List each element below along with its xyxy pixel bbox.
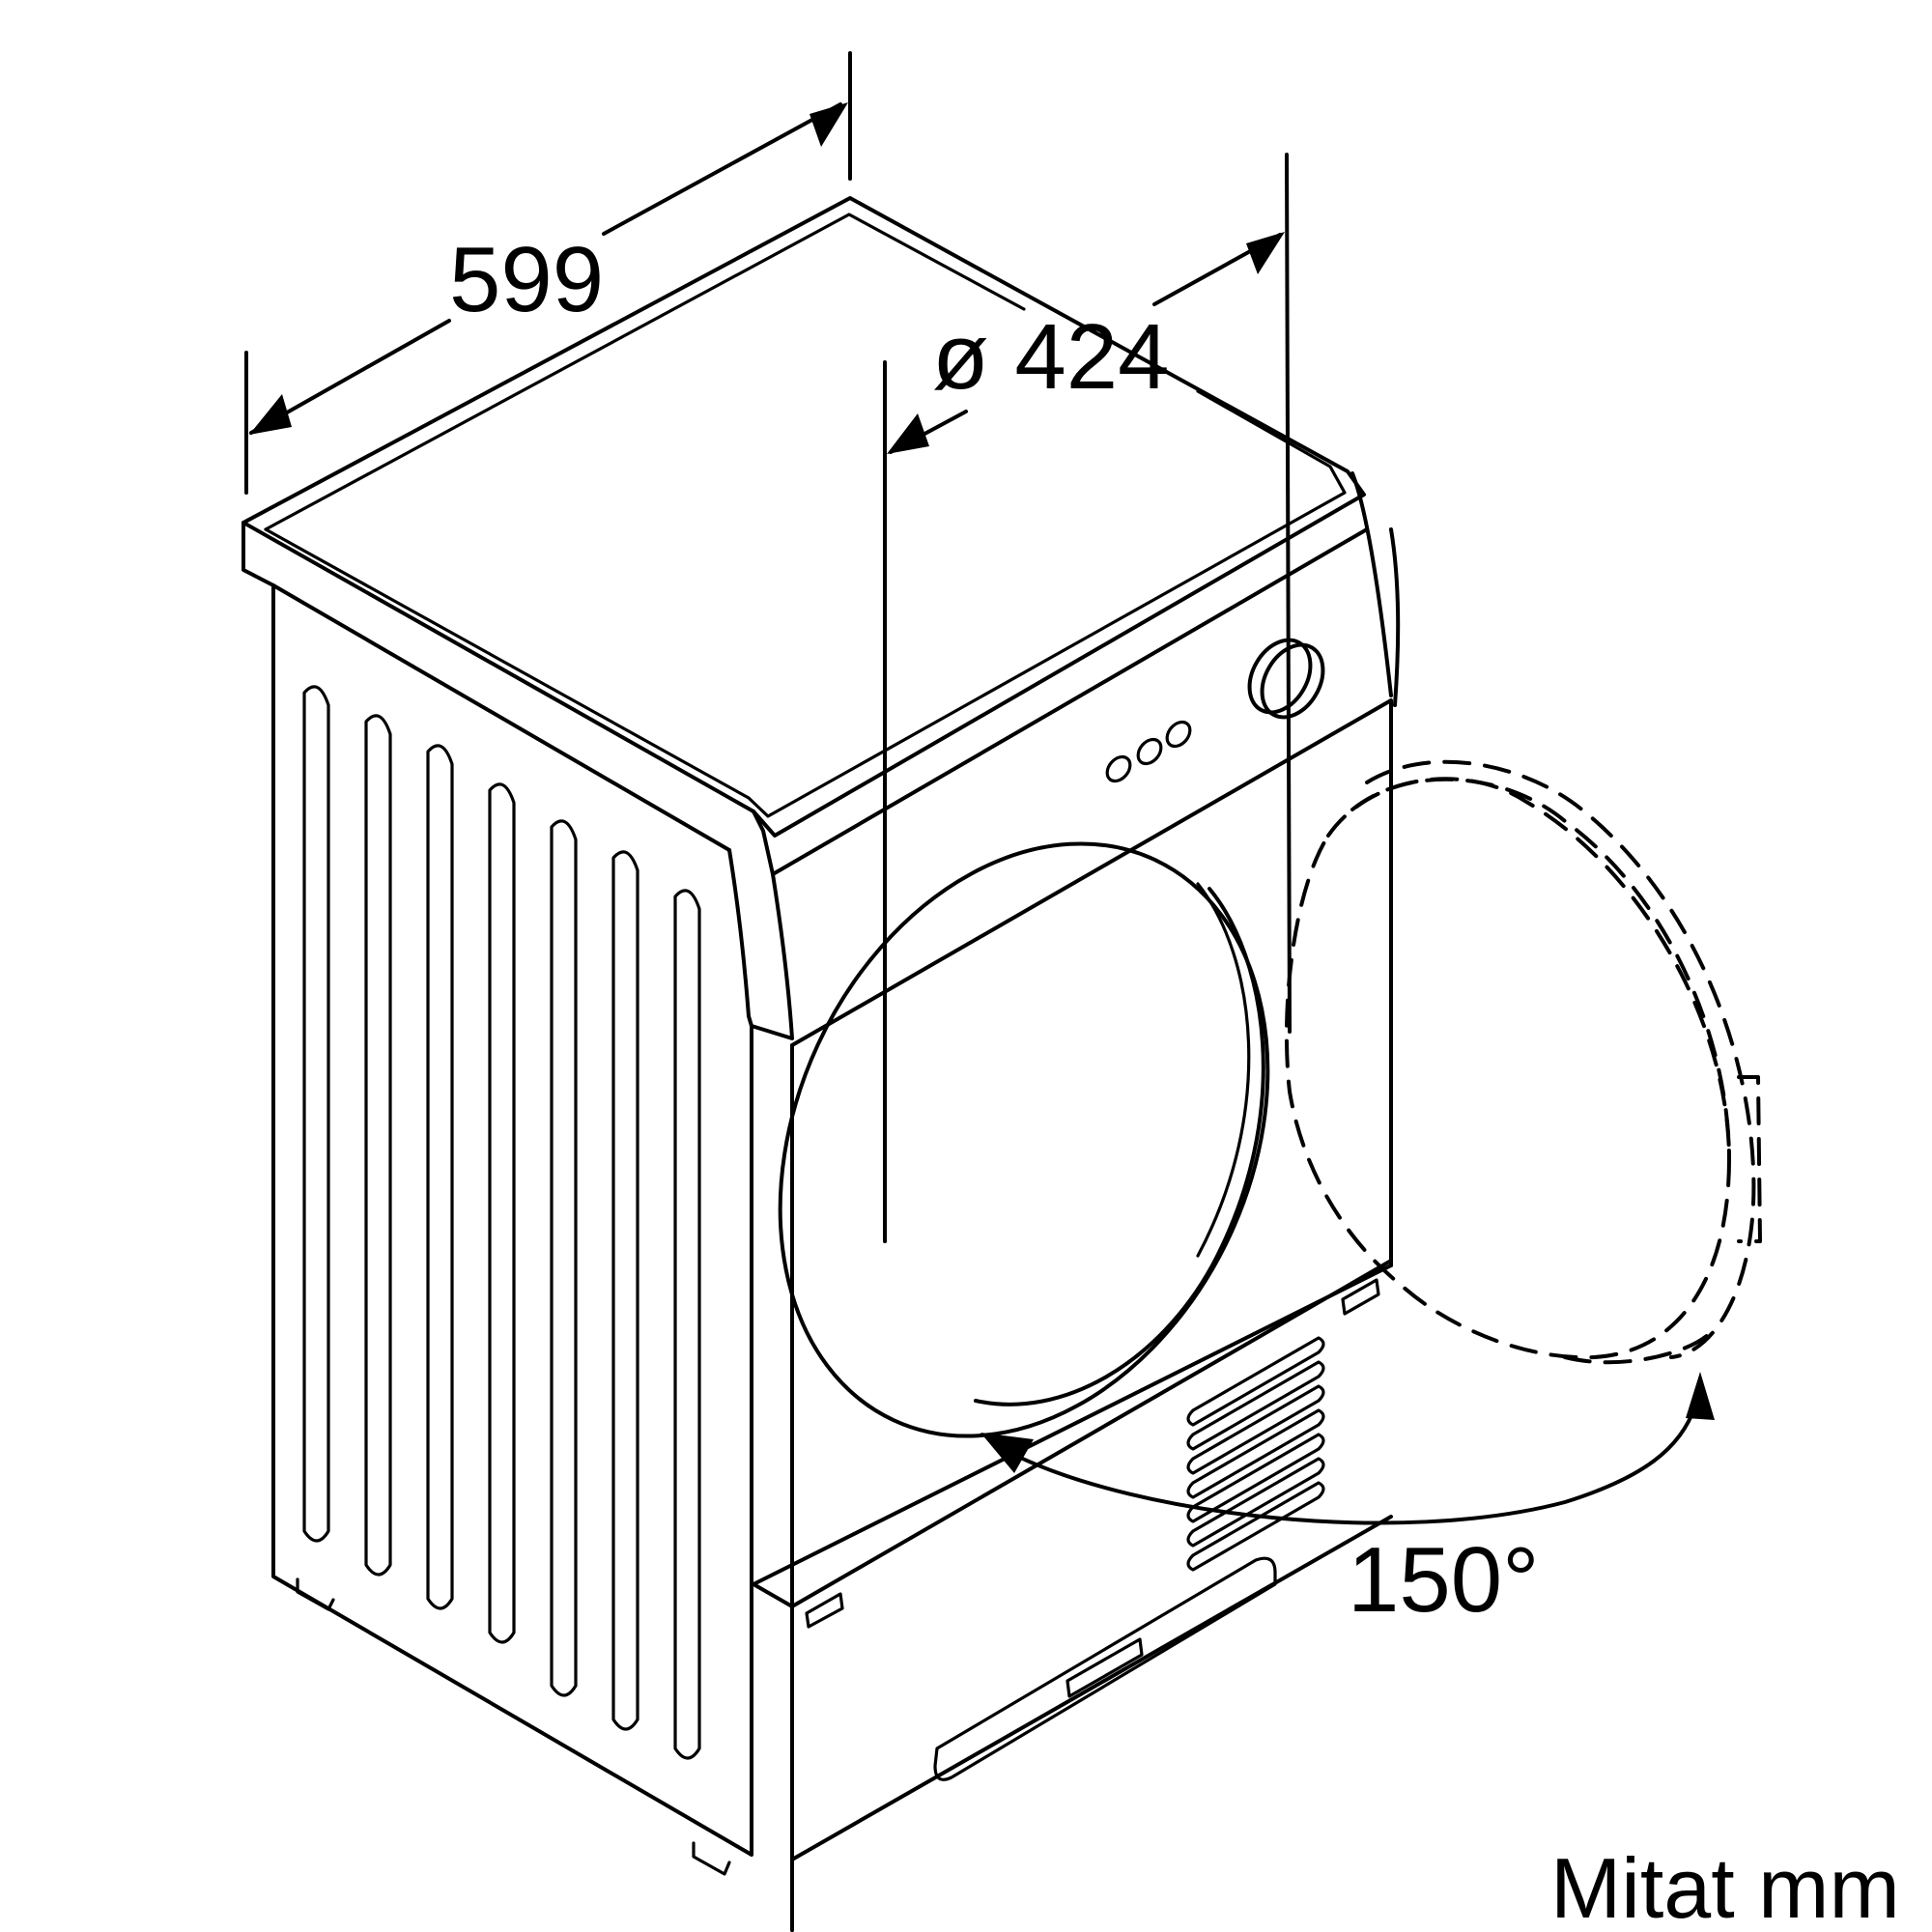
dryer-door-closed	[778, 841, 1270, 1438]
kickplate-flap	[933, 1556, 1277, 1781]
foot-right	[692, 1841, 731, 1876]
width-dimension: 599	[244, 51, 852, 495]
plinth-slot-left	[805, 1592, 844, 1629]
vent-grille	[1186, 1336, 1325, 1572]
door-angle-label: 150°	[1348, 1528, 1540, 1632]
door-angle-dimension: 150°	[980, 1372, 1715, 1632]
kickplate-handle	[1065, 1637, 1144, 1698]
dryer-front-body	[752, 471, 1401, 1932]
control-panel	[1105, 638, 1325, 783]
side-ribs	[302, 685, 701, 1760]
dryer-top-lid	[242, 196, 1369, 876]
door-diameter-dimension: ø 424	[883, 153, 1292, 1243]
program-knob	[1247, 638, 1325, 720]
indicator-buttons	[1105, 720, 1192, 783]
unit-label: Mitat mm	[1550, 1840, 1900, 1932]
dryer-door-open	[1285, 759, 1762, 1365]
foot-left	[296, 1577, 335, 1611]
dryer-side-panel	[271, 583, 794, 1876]
plinth-slot-right	[1341, 1278, 1380, 1316]
door-diameter-label: ø 424	[932, 305, 1169, 409]
width-label: 599	[449, 228, 604, 331]
